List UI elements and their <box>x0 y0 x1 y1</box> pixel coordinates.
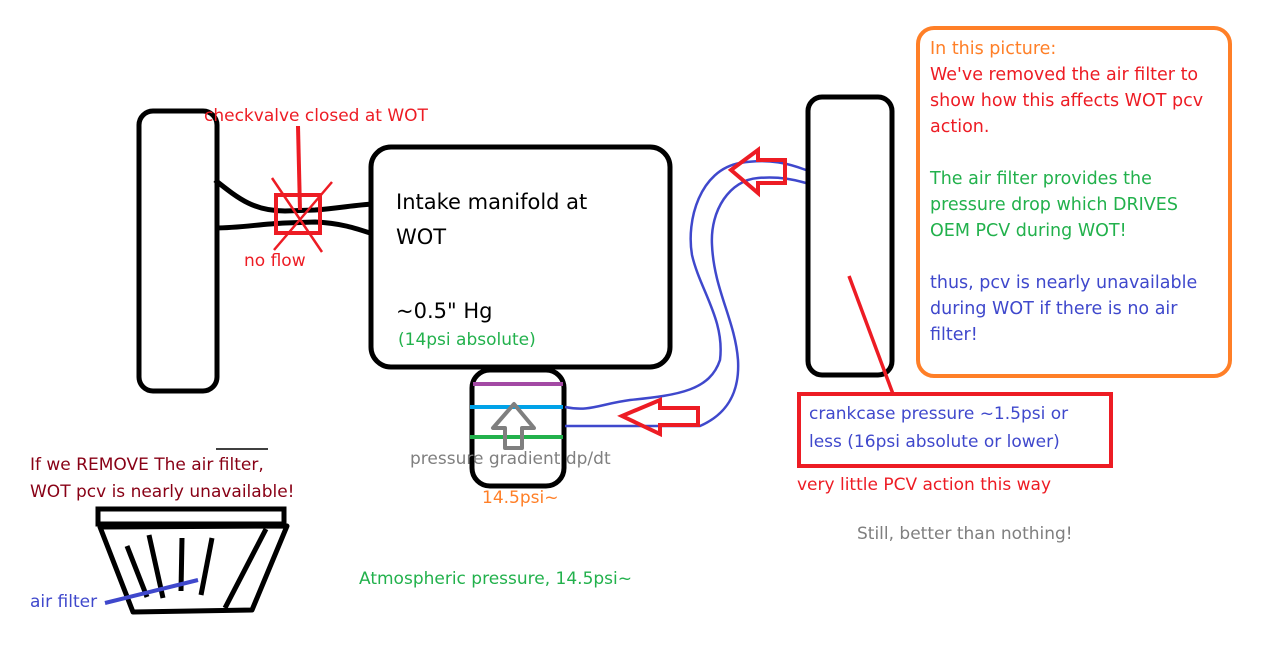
remove-filter-line2: WOT pcv is nearly unavailable! <box>30 482 295 502</box>
air-filter-pleat-5 <box>222 527 269 610</box>
pressure-gradient-arrow <box>491 402 536 450</box>
info-para1-line1: We've removed the air filter to <box>930 65 1199 85</box>
info-para2-line2: pressure drop which DRIVES <box>930 195 1178 215</box>
intake-manifold <box>368 144 673 370</box>
crankcase-pressure-box: crankcase pressure ~1.5psi or less (16ps… <box>797 392 1113 468</box>
inlet-pressure-label: 14.5psi~ <box>482 488 559 508</box>
crankcase-pointer <box>847 275 895 395</box>
checkvalve-x-stroke-1 <box>270 177 324 253</box>
air-filter-pleat-1 <box>124 545 150 598</box>
info-para2-line3: OEM PCV during WOT! <box>930 221 1127 241</box>
checkvalve-pointer <box>296 125 302 211</box>
info-para1-line3: action. <box>930 117 990 137</box>
right-cylinder-head <box>805 94 895 378</box>
info-para3-line1: thus, pcv is nearly unavailable <box>930 273 1198 293</box>
info-para1-line2: show how this affects WOT pcv <box>930 91 1204 111</box>
flow-arrow-lower <box>617 396 700 438</box>
info-para3-line3: filter! <box>930 325 978 345</box>
checkvalve-label: checkvalve closed at WOT <box>204 106 428 126</box>
info-para2-line1: The air filter provides the <box>930 169 1152 189</box>
breather-hose-top <box>213 178 374 214</box>
manifold-title-line2: WOT <box>396 225 447 249</box>
crankcase-line2: less (16psi absolute or lower) <box>809 432 1060 452</box>
no-flow-label: no flow <box>244 251 306 271</box>
manifold-absolute: (14psi absolute) <box>398 330 536 350</box>
manifold-vacuum: ~0.5" Hg <box>396 299 493 323</box>
air-filter-body <box>97 523 290 615</box>
atmospheric-pressure-label: Atmospheric pressure, 14.5psi~ <box>359 569 633 589</box>
info-box: In this picture: We've removed the air f… <box>916 26 1232 378</box>
checkvalve-x-stroke-2 <box>273 181 333 251</box>
air-filter-pointer <box>104 578 199 605</box>
air-filter-label: air filter <box>30 592 98 612</box>
info-para3-line2: during WOT if there is no air <box>930 299 1178 319</box>
still-better-label: Still, better than nothing! <box>857 524 1073 544</box>
air-filter-lid <box>95 506 287 527</box>
air-filter-pleat-4 <box>198 537 215 596</box>
pcv-hose-inner <box>565 176 807 428</box>
manifold-title-line1: Intake manifold at <box>396 190 588 214</box>
breather-hose-bottom <box>214 219 374 237</box>
remove-filter-line1: If we REMOVE The air filter, <box>30 455 264 475</box>
little-pcv-action-label: very little PCV action this way <box>797 475 1052 495</box>
flow-arrow-upper <box>727 146 787 198</box>
info-heading: In this picture: <box>930 39 1057 59</box>
throttle-body <box>469 367 567 489</box>
pressure-gradient-label: pressure gradient dp/dt <box>410 449 611 469</box>
left-cylinder-head <box>136 108 220 394</box>
crankcase-line1: crankcase pressure ~1.5psi or <box>809 404 1069 424</box>
